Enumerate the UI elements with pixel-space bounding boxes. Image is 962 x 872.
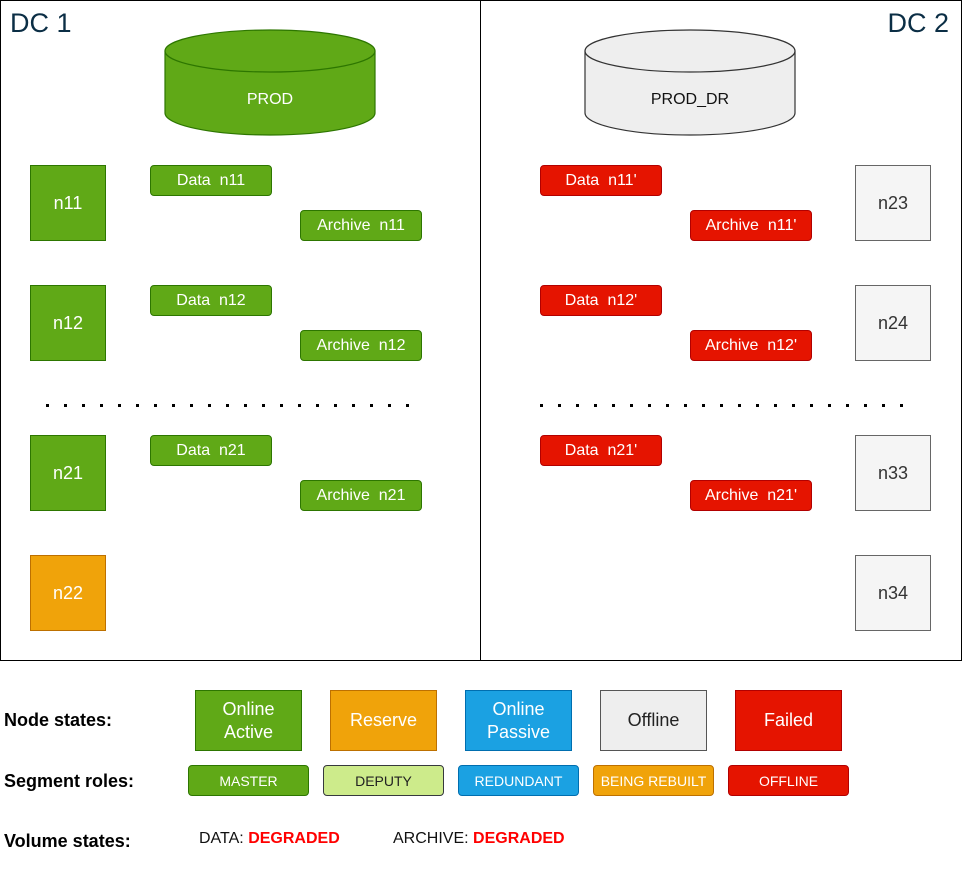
legend-role-deputy: DEPUTY	[323, 765, 444, 796]
segment-archive-n21[interactable]: Archive n21	[300, 480, 422, 511]
legend-segment-roles-label: Segment roles:	[4, 771, 135, 791]
ellipsis-dot	[576, 404, 579, 407]
ellipsis-dot	[208, 404, 211, 407]
ellipsis-dot	[316, 404, 319, 407]
ellipsis-dot	[756, 404, 759, 407]
segment-data-n11[interactable]: Data n11	[150, 165, 272, 196]
dc1-label: DC 1	[10, 8, 72, 38]
ellipsis-dot	[136, 404, 139, 407]
ellipsis-dot	[648, 404, 651, 407]
segment-data-n21-replica[interactable]: Data n21'	[540, 435, 662, 466]
ellipsis-dot	[864, 404, 867, 407]
segment-data-n11-replica[interactable]: Data n11'	[540, 165, 662, 196]
ellipsis-dot	[684, 404, 687, 407]
legend-role-master: MASTER	[188, 765, 309, 796]
volume-state-name: ARCHIVE:	[393, 830, 469, 847]
diagram-frame	[0, 0, 962, 661]
ellipsis-dot	[190, 404, 193, 407]
ellipsis-dot	[666, 404, 669, 407]
ellipsis-dot	[774, 404, 777, 407]
ellipsis-dot	[612, 404, 615, 407]
volume-name: PROD	[246, 91, 294, 108]
segment-data-n12[interactable]: Data n12	[150, 285, 272, 316]
ellipsis-dot	[388, 404, 391, 407]
segment-archive-n21-replica[interactable]: Archive n21'	[690, 480, 812, 511]
ellipsis-dot	[262, 404, 265, 407]
segment-data-n12-replica[interactable]: Data n12'	[540, 285, 662, 316]
volume-prod-dr-cylinder[interactable]: PROD_DR	[584, 29, 796, 137]
ellipsis-dot	[100, 404, 103, 407]
volume-state-value: DEGRADED	[473, 830, 565, 847]
ellipsis-dot	[172, 404, 175, 407]
node-n11[interactable]: n11	[30, 165, 106, 241]
ellipsis-dot	[558, 404, 561, 407]
ellipsis-dot	[370, 404, 373, 407]
legend-node-failed: Failed	[735, 690, 842, 751]
node-n33[interactable]: n33	[855, 435, 931, 511]
database-icon	[584, 29, 796, 136]
legend-role-being-rebuilt: BEING REBUILT	[593, 765, 714, 796]
ellipsis-dot	[298, 404, 301, 407]
ellipsis-dot	[82, 404, 85, 407]
ellipsis-dots-dc2	[540, 404, 910, 408]
ellipsis-dot	[720, 404, 723, 407]
ellipsis-dot	[594, 404, 597, 407]
ellipsis-dot	[280, 404, 283, 407]
legend-role-redundant: REDUNDANT	[458, 765, 579, 796]
database-icon	[164, 29, 376, 136]
ellipsis-dot	[226, 404, 229, 407]
ellipsis-dot	[64, 404, 67, 407]
volume-name: PROD_DR	[650, 91, 730, 108]
node-n12[interactable]: n12	[30, 285, 106, 361]
ellipsis-dot	[334, 404, 337, 407]
dc2-label: DC 2	[887, 8, 949, 38]
node-n21[interactable]: n21	[30, 435, 106, 511]
legend-volume-states-label: Volume states:	[4, 831, 131, 851]
segment-data-n21[interactable]: Data n21	[150, 435, 272, 466]
ellipsis-dot	[118, 404, 121, 407]
ellipsis-dot	[846, 404, 849, 407]
segment-archive-n12-replica[interactable]: Archive n12'	[690, 330, 812, 361]
volume-prod-cylinder[interactable]: PROD	[164, 29, 376, 137]
ellipsis-dot	[828, 404, 831, 407]
ellipsis-dot	[882, 404, 885, 407]
ellipsis-dot	[702, 404, 705, 407]
volume-state-value: DEGRADED	[248, 830, 340, 847]
volume-state-data: DATA: DEGRADED	[199, 830, 340, 848]
ellipsis-dot	[154, 404, 157, 407]
ellipsis-dots-dc1	[46, 404, 416, 408]
ellipsis-dot	[540, 404, 543, 407]
node-n24[interactable]: n24	[855, 285, 931, 361]
node-n23[interactable]: n23	[855, 165, 931, 241]
volume-state-archive: ARCHIVE: DEGRADED	[393, 830, 565, 848]
ellipsis-dot	[630, 404, 633, 407]
ellipsis-dot	[352, 404, 355, 407]
ellipsis-dot	[900, 404, 903, 407]
ellipsis-dot	[244, 404, 247, 407]
legend-role-offline: OFFLINE	[728, 765, 849, 796]
legend-node-offline: Offline	[600, 690, 707, 751]
ellipsis-dot	[738, 404, 741, 407]
ellipsis-dot	[810, 404, 813, 407]
legend-node-states-label: Node states:	[4, 710, 113, 730]
ellipsis-dot	[792, 404, 795, 407]
node-n34[interactable]: n34	[855, 555, 931, 631]
segment-archive-n12[interactable]: Archive n12	[300, 330, 422, 361]
datacenter-divider	[480, 0, 481, 661]
ellipsis-dot	[406, 404, 409, 407]
node-n22[interactable]: n22	[30, 555, 106, 631]
volume-state-name: DATA:	[199, 830, 244, 847]
segment-archive-n11[interactable]: Archive n11	[300, 210, 422, 241]
legend-node-reserve: Reserve	[330, 690, 437, 751]
ellipsis-dot	[46, 404, 49, 407]
segment-archive-n11-replica[interactable]: Archive n11'	[690, 210, 812, 241]
